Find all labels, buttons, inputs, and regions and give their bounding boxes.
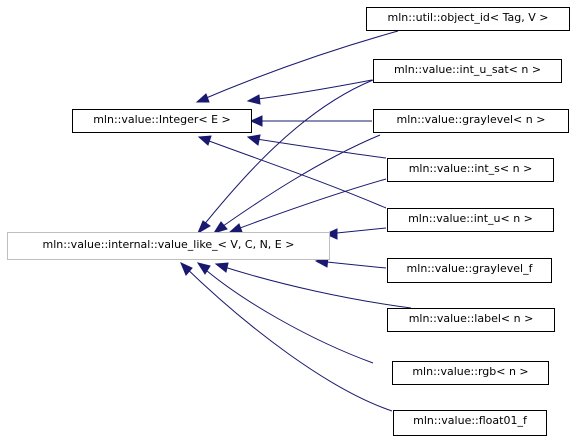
- arrowhead: [196, 262, 211, 275]
- edge-int-u-to-integer: [200, 137, 387, 209]
- edge-graylevel-to-value-like: [215, 134, 381, 232]
- arrowhead: [246, 94, 261, 105]
- edge-int-u-sat-to-value-like: [198, 79, 374, 232]
- node-int-u[interactable]: mln::value::int_u< n >: [387, 208, 554, 232]
- edge-int-s-to-integer: [249, 137, 387, 159]
- node-graylevel[interactable]: mln::value::graylevel< n >: [373, 109, 569, 133]
- arrowhead: [324, 228, 338, 240]
- node-integer[interactable]: mln::value::Integer< E >: [72, 109, 252, 133]
- edge-label-to-value-like: [217, 264, 412, 309]
- node-float01-f[interactable]: mln::value::float01_f: [393, 410, 547, 436]
- arrowhead: [228, 223, 243, 233]
- edge-rgb-to-value-like: [199, 264, 374, 364]
- arrowhead: [195, 93, 210, 103]
- arrowhead: [249, 115, 263, 127]
- edge-int-s-to-value-like: [231, 178, 387, 232]
- arrowhead: [197, 135, 212, 146]
- node-value-like[interactable]: mln::value::internal::value_like_< V, C,…: [7, 232, 330, 260]
- arrowhead: [196, 220, 211, 235]
- node-graylevel-f[interactable]: mln::value::graylevel_f: [387, 258, 552, 283]
- edge-float01-f-to-value-like: [182, 264, 393, 412]
- node-int-u-sat[interactable]: mln::value::int_u_sat< n >: [373, 59, 562, 83]
- node-object-id[interactable]: mln::util::object_id< Tag, V >: [366, 7, 570, 31]
- arrowhead: [246, 134, 261, 146]
- node-label[interactable]: mln::value::label< n >: [387, 308, 555, 332]
- arrowhead: [214, 262, 229, 273]
- edge-int-u-sat-to-integer: [249, 79, 373, 101]
- arrowhead: [212, 221, 228, 234]
- edge-object-id-to-integer: [198, 30, 399, 102]
- node-int-s[interactable]: mln::value::int_s< n >: [387, 158, 554, 182]
- node-rgb[interactable]: mln::value::rgb< n >: [392, 361, 549, 385]
- arrowhead: [180, 262, 193, 276]
